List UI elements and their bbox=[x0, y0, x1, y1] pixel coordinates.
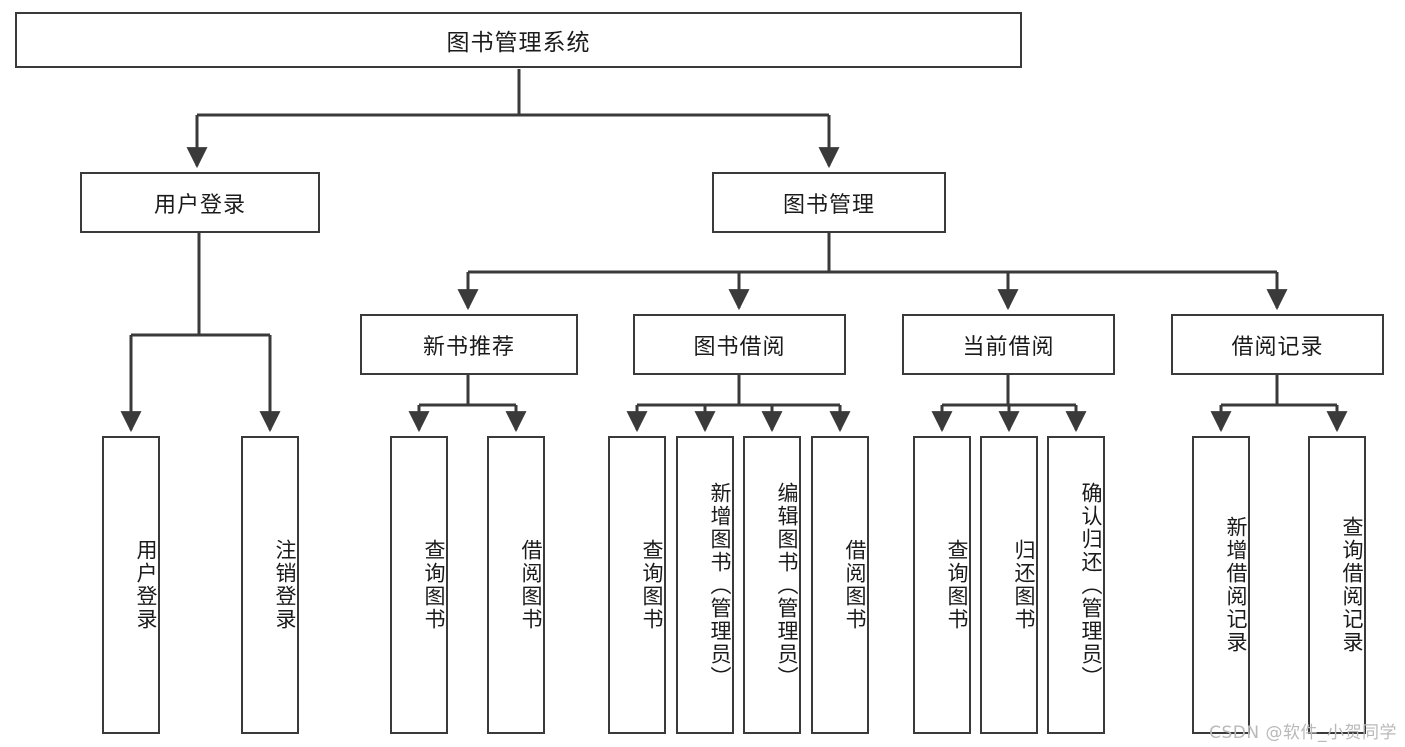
leaf-borrow-book-2[interactable]: 借阅图书 bbox=[811, 436, 869, 734]
leaf-add-book[interactable]: 新增图书（管理员） bbox=[676, 436, 734, 734]
leaf-query-record[interactable]: 查询借阅记录 bbox=[1308, 436, 1366, 734]
leaf-query-book-3[interactable]: 查询图书 bbox=[913, 436, 971, 734]
leaf-user-logout[interactable]: 注销登录 bbox=[241, 436, 299, 734]
node-new-book-recommend[interactable]: 新书推荐 bbox=[360, 314, 578, 375]
node-book-borrow[interactable]: 图书借阅 bbox=[633, 314, 846, 375]
node-borrow-record[interactable]: 借阅记录 bbox=[1171, 314, 1384, 375]
leaf-add-record[interactable]: 新增借阅记录 bbox=[1192, 436, 1250, 734]
csdn-watermark: CSDN @软件_小贺同学 bbox=[1209, 723, 1397, 743]
node-user-login[interactable]: 用户登录 bbox=[80, 172, 320, 233]
node-current-borrow[interactable]: 当前借阅 bbox=[902, 314, 1115, 375]
leaf-edit-book[interactable]: 编辑图书（管理员） bbox=[743, 436, 801, 734]
leaf-query-book-1[interactable]: 查询图书 bbox=[390, 436, 448, 734]
node-root[interactable]: 图书管理系统 bbox=[15, 12, 1022, 68]
leaf-user-login[interactable]: 用户登录 bbox=[102, 436, 160, 734]
node-book-management[interactable]: 图书管理 bbox=[712, 172, 946, 233]
leaf-query-book-2[interactable]: 查询图书 bbox=[608, 436, 666, 734]
leaf-confirm-return[interactable]: 确认归还（管理员） bbox=[1047, 436, 1105, 734]
leaf-return-book[interactable]: 归还图书 bbox=[980, 436, 1038, 734]
leaf-borrow-book-1[interactable]: 借阅图书 bbox=[487, 436, 545, 734]
